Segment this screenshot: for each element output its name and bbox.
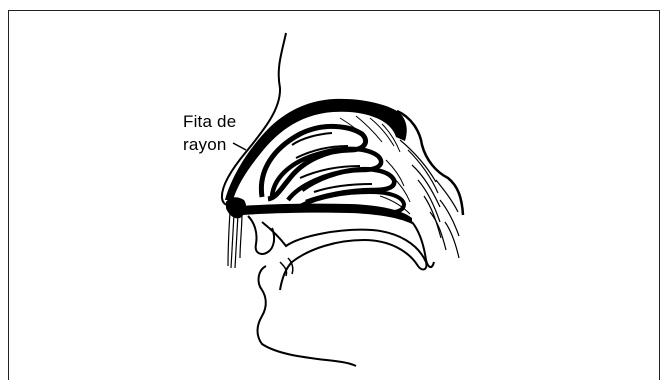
mouth-detail — [280, 258, 293, 276]
rayon-strip-label: Fita de rayon — [183, 110, 236, 156]
lower-face-outline — [258, 266, 357, 366]
lip-hatching — [228, 212, 242, 268]
soft-palate — [412, 222, 434, 267]
turbinates — [261, 126, 404, 212]
label-line-1: Fita de — [183, 110, 236, 133]
nasal-floor — [241, 204, 412, 224]
nostril — [226, 197, 246, 218]
label-line-2: rayon — [183, 133, 236, 156]
upper-lip — [248, 216, 274, 254]
oral-cavity-outline — [262, 222, 426, 290]
